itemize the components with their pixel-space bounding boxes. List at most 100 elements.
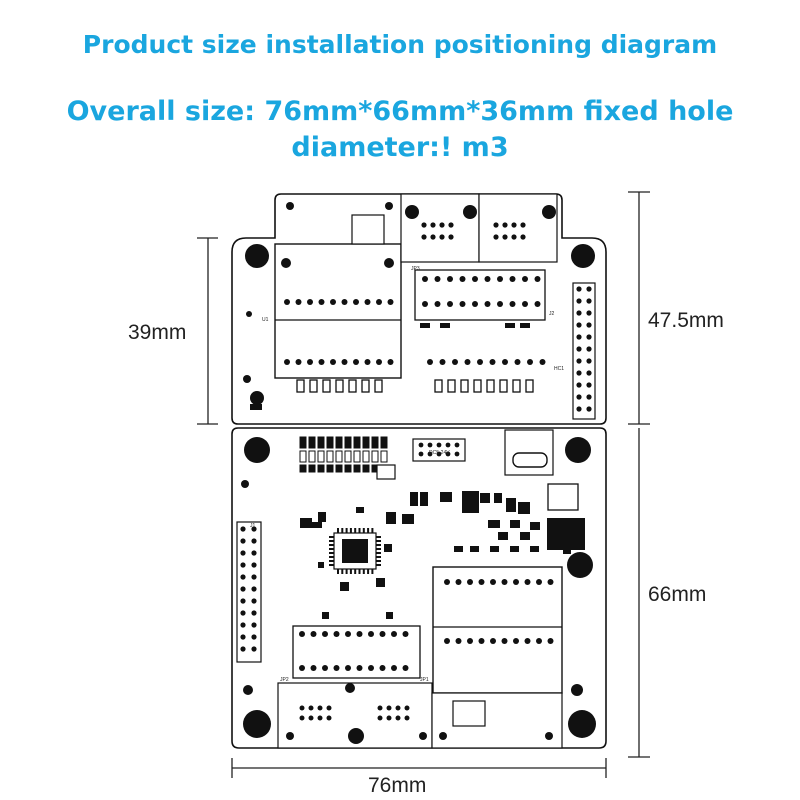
smd-resistor bbox=[353, 436, 361, 449]
power-pin bbox=[454, 442, 460, 448]
header-pin bbox=[240, 610, 246, 616]
mount-hole bbox=[243, 685, 253, 695]
connector-pin bbox=[299, 715, 305, 721]
power-pin bbox=[418, 442, 424, 448]
smd-component bbox=[384, 544, 392, 552]
connector-pin bbox=[377, 705, 383, 711]
smd-component bbox=[420, 323, 430, 328]
header-pin bbox=[489, 359, 496, 365]
usb-pin bbox=[421, 234, 427, 240]
diagram-subtitle: Overall size: 76mm*66mm*36mm fixed hole … bbox=[0, 94, 800, 166]
terminal-pin bbox=[307, 359, 313, 365]
dip-pin bbox=[345, 665, 351, 671]
dip-pin bbox=[322, 631, 328, 637]
smd-component bbox=[335, 379, 344, 393]
header-pin bbox=[527, 359, 533, 365]
header-pin bbox=[422, 301, 428, 307]
smd-component bbox=[340, 582, 349, 591]
mcu-pin bbox=[367, 528, 370, 533]
header-pin bbox=[472, 276, 478, 282]
terminal-pin bbox=[364, 299, 371, 305]
mount-hole bbox=[245, 244, 269, 268]
header-pin bbox=[251, 562, 257, 568]
mcu-pin bbox=[358, 569, 361, 574]
smd-resistor bbox=[344, 464, 352, 473]
smd-component bbox=[510, 546, 519, 552]
terminal-pin bbox=[524, 638, 531, 644]
mount-hole bbox=[244, 437, 270, 463]
header-pin bbox=[586, 310, 592, 316]
smd-resistor bbox=[335, 464, 343, 473]
mount-hole bbox=[250, 391, 264, 405]
header-pin bbox=[240, 646, 246, 652]
smd-component bbox=[512, 379, 521, 393]
header-pin bbox=[576, 406, 582, 412]
header-pin bbox=[576, 298, 582, 304]
dimension-right-upper bbox=[628, 191, 650, 425]
smd-resistor bbox=[380, 450, 388, 463]
header-pin bbox=[240, 598, 246, 604]
smd-component bbox=[530, 546, 539, 552]
terminal-pin bbox=[444, 579, 450, 585]
terminal-pin bbox=[318, 299, 325, 305]
header-pin bbox=[240, 550, 246, 556]
smd-component bbox=[454, 546, 463, 552]
mount-hole bbox=[243, 710, 271, 738]
header-pin bbox=[251, 574, 257, 580]
dim-label-right-lower: 66mm bbox=[648, 583, 706, 606]
upper-board bbox=[231, 193, 607, 425]
power-pin bbox=[454, 451, 460, 457]
mcu-pin bbox=[329, 548, 334, 550]
usb-pin bbox=[493, 222, 499, 228]
usb-pin bbox=[511, 234, 517, 240]
smd-resistor bbox=[353, 464, 361, 473]
dimension-bottom bbox=[231, 758, 607, 778]
subtitle-line-1: Overall size: 76mm*66mm*36mm fixed hole bbox=[66, 96, 734, 127]
header-pin bbox=[447, 301, 453, 307]
usb-pin bbox=[520, 222, 526, 228]
pin-header-left bbox=[236, 521, 262, 663]
mcu-pin bbox=[354, 528, 357, 533]
smd-resistor bbox=[335, 436, 343, 449]
terminal-pin bbox=[353, 299, 359, 305]
mcu-pin bbox=[371, 528, 374, 533]
dimension-right-lower bbox=[628, 428, 650, 758]
terminal-pin bbox=[364, 359, 371, 365]
usb-pin bbox=[511, 222, 517, 228]
smd-component bbox=[296, 379, 305, 393]
dim-label-bottom: 76mm bbox=[368, 774, 426, 797]
mcu-pin bbox=[376, 560, 381, 562]
smd-component bbox=[506, 498, 516, 512]
header-pin bbox=[464, 359, 471, 365]
terminal-pin bbox=[490, 579, 496, 585]
dip-pin bbox=[333, 665, 340, 671]
header-pin bbox=[586, 346, 592, 352]
header-pin bbox=[576, 322, 582, 328]
header-pin bbox=[484, 276, 491, 282]
dip-pin bbox=[310, 665, 317, 671]
mount-hole bbox=[568, 710, 596, 738]
header-pin bbox=[586, 370, 592, 376]
terminal-pin bbox=[501, 638, 508, 644]
dip-pin bbox=[402, 665, 409, 671]
mcu-core bbox=[342, 539, 368, 563]
header-pin bbox=[251, 526, 257, 532]
relay-block bbox=[547, 483, 579, 511]
usb-pin bbox=[439, 222, 445, 228]
header-pin bbox=[586, 406, 592, 412]
smd-component bbox=[440, 323, 450, 328]
mcu-pin bbox=[329, 540, 334, 542]
smd-resistor bbox=[371, 450, 379, 463]
mcu-pin bbox=[337, 528, 339, 533]
connector-pin bbox=[395, 705, 401, 711]
power-header bbox=[412, 438, 466, 462]
mcu-pin bbox=[376, 548, 381, 550]
label-j1: J1 bbox=[250, 523, 256, 529]
dip-pin bbox=[379, 631, 386, 637]
mount-hole bbox=[571, 684, 583, 696]
usb-pin bbox=[421, 222, 427, 228]
usb-connector bbox=[478, 193, 558, 263]
terminal-pin bbox=[330, 359, 336, 365]
smd-resistor bbox=[344, 436, 352, 449]
terminal-block-left bbox=[274, 243, 402, 379]
